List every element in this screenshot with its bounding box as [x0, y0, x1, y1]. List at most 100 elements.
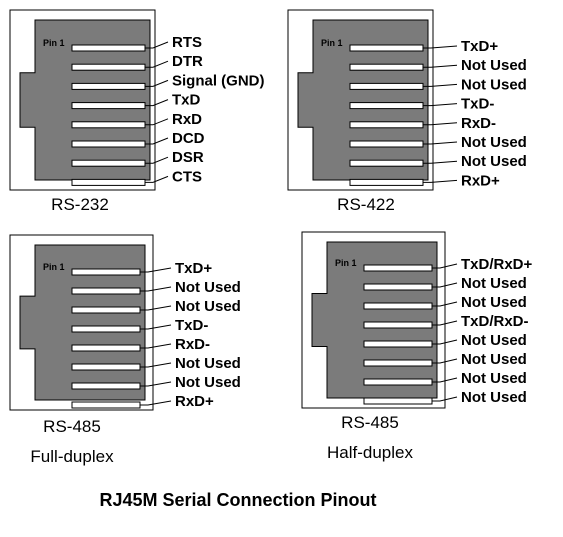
pin-leader-line — [140, 362, 172, 368]
pin-contact — [71, 102, 146, 110]
pin-label: DCD — [172, 130, 205, 147]
pin-contact — [363, 283, 433, 291]
pin-label: Signal (GND) — [172, 72, 265, 89]
pin-leader-line — [432, 377, 458, 383]
pin-contact — [71, 140, 146, 148]
pin-contact — [349, 140, 424, 148]
pin-contact — [363, 321, 433, 329]
pin-contact — [71, 344, 141, 352]
pin-leader-line — [423, 83, 458, 87]
pin-1-label: Pin 1 — [43, 262, 65, 272]
connector-caption: RS-422 — [337, 195, 395, 214]
pin-leader-line — [145, 156, 169, 164]
pin-contact — [349, 63, 424, 71]
pin-label: RxD- — [175, 336, 210, 353]
pin-leader-line — [432, 301, 458, 307]
pin-contact — [71, 325, 141, 333]
pin-label: Not Used — [461, 294, 527, 311]
pin-label: Not Used — [461, 153, 527, 170]
pin-contact — [363, 340, 433, 348]
pin-label: TxD/RxD- — [461, 313, 529, 330]
pin-label: RxD- — [461, 115, 496, 132]
pin-contact — [71, 306, 141, 314]
pin-label: Not Used — [461, 389, 527, 406]
pin-leader-line — [423, 64, 458, 68]
pin-label: Not Used — [175, 374, 241, 391]
pin-label: Not Used — [175, 279, 241, 296]
pin-1-label: Pin 1 — [335, 258, 357, 268]
pin-label: RxD — [172, 111, 202, 128]
pin-label: CTS — [172, 168, 202, 185]
connector-subcaption: Full-duplex — [30, 447, 114, 466]
jack-body — [19, 19, 151, 181]
pin-leader-line — [145, 41, 169, 49]
pin-leader-line — [140, 267, 172, 273]
pin-leader-line — [423, 141, 458, 145]
pin-leader-line — [432, 358, 458, 364]
pin-contact — [363, 397, 433, 405]
pin-contact — [71, 159, 146, 167]
pin-label: RxD+ — [175, 393, 214, 410]
pin-label: DSR — [172, 149, 204, 166]
pin-leader-line — [145, 79, 169, 87]
pin-contact — [349, 121, 424, 129]
pin-label: TxD/RxD+ — [461, 256, 533, 273]
pin-label: Not Used — [461, 134, 527, 151]
pin-leader-line — [432, 320, 458, 326]
pin-leader-line — [140, 286, 172, 292]
pin-contact — [71, 382, 141, 390]
pin-contact — [71, 44, 146, 52]
pin-leader-line — [423, 179, 458, 183]
connector-caption: RS-485 — [341, 413, 399, 432]
pin-contact — [363, 302, 433, 310]
jack-body — [311, 241, 438, 399]
pin-leader-line — [140, 343, 172, 349]
pin-leader-line — [140, 381, 172, 387]
pin-contact — [71, 178, 146, 186]
pin-contact — [363, 378, 433, 386]
jack-body — [297, 19, 429, 181]
pin-leader-line — [432, 282, 458, 288]
pin-label: Not Used — [461, 275, 527, 292]
connector-subcaption: Half-duplex — [327, 443, 413, 462]
jack-body — [19, 244, 146, 401]
pin-label: TxD+ — [175, 260, 212, 277]
pin-label: Not Used — [461, 332, 527, 349]
pin-contact — [71, 401, 141, 409]
diagram-title: RJ45M Serial Connection Pinout — [99, 490, 376, 510]
pin-leader-line — [140, 324, 172, 330]
pin-label: Not Used — [461, 351, 527, 368]
pin-label: TxD- — [175, 317, 208, 334]
pin-leader-line — [423, 103, 458, 107]
pin-leader-line — [145, 99, 169, 107]
pin-contact — [349, 44, 424, 52]
pin-contact — [349, 102, 424, 110]
pin-leader-line — [145, 137, 169, 145]
pin-label: Not Used — [461, 57, 527, 74]
pin-label: Not Used — [461, 370, 527, 387]
pin-contact — [363, 359, 433, 367]
pin-contact — [71, 82, 146, 90]
pin-label: Not Used — [461, 76, 527, 93]
pin-contact — [349, 159, 424, 167]
pin-contact — [349, 178, 424, 186]
pin-label: RTS — [172, 34, 202, 51]
connector-caption: RS-232 — [51, 195, 109, 214]
pin-1-label: Pin 1 — [43, 38, 65, 48]
pin-leader-line — [423, 45, 458, 49]
pin-contact — [71, 268, 141, 276]
pin-leader-line — [432, 396, 458, 402]
pin-label: Not Used — [175, 298, 241, 315]
pin-contact — [71, 287, 141, 295]
pin-label: Not Used — [175, 355, 241, 372]
pin-leader-line — [423, 160, 458, 164]
pin-label: TxD+ — [461, 38, 498, 55]
pin-label: RxD+ — [461, 172, 500, 189]
pin-label: DTR — [172, 53, 203, 70]
pin-leader-line — [432, 263, 458, 269]
pin-label: TxD- — [461, 96, 494, 113]
pin-leader-line — [140, 400, 172, 406]
